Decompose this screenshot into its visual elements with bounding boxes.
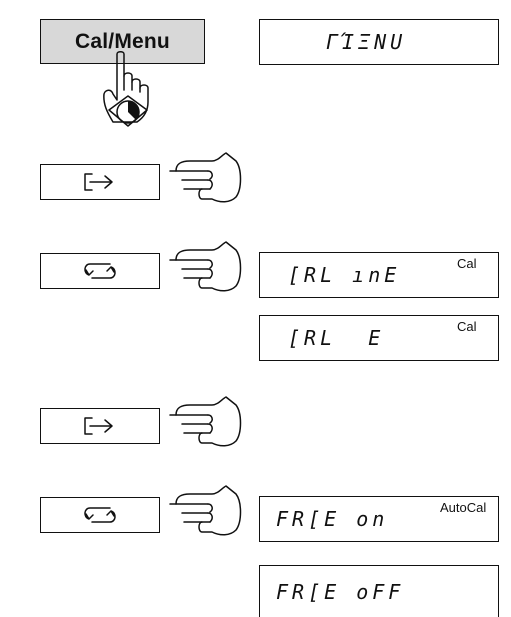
display-menu: ΓΊΞNU — [259, 19, 499, 65]
scroll-cycle-icon — [84, 507, 116, 523]
pointing-hand-icon — [169, 485, 242, 536]
display-indicator: Cal — [457, 319, 477, 334]
transfer-button[interactable] — [40, 408, 160, 444]
transfer-arrow-icon — [84, 173, 113, 191]
press-and-hold-timer-icon — [103, 51, 149, 127]
display-fact-off: FR[Ε oFF — [259, 565, 499, 617]
pointing-hand-icon — [169, 241, 242, 292]
display-text: [RL ınΕ — [288, 263, 401, 287]
display-text: ΓΊΞNU — [326, 30, 407, 54]
scroll-cycle-icon — [84, 263, 116, 279]
pointing-hand-icon — [169, 396, 242, 447]
display-cal-int: [RL ınΕ Cal — [259, 252, 499, 298]
display-text: [RL E — [288, 326, 385, 350]
transfer-button[interactable] — [40, 164, 160, 200]
scroll-button[interactable] — [40, 497, 160, 533]
display-text: FR[Ε on — [276, 507, 389, 531]
display-fact-on: FR[Ε on AutoCal — [259, 496, 499, 542]
display-indicator: Cal — [457, 256, 477, 271]
display-indicator: AutoCal — [440, 500, 487, 515]
display-text: FR[Ε oFF — [276, 580, 405, 604]
scroll-button[interactable] — [40, 253, 160, 289]
transfer-arrow-icon — [84, 417, 113, 435]
pointing-hand-icon — [169, 152, 242, 203]
display-cal-e: [RL E Cal — [259, 315, 499, 361]
cal-menu-button[interactable]: Cal/Menu — [40, 19, 205, 64]
cal-menu-label: Cal/Menu — [75, 29, 170, 53]
